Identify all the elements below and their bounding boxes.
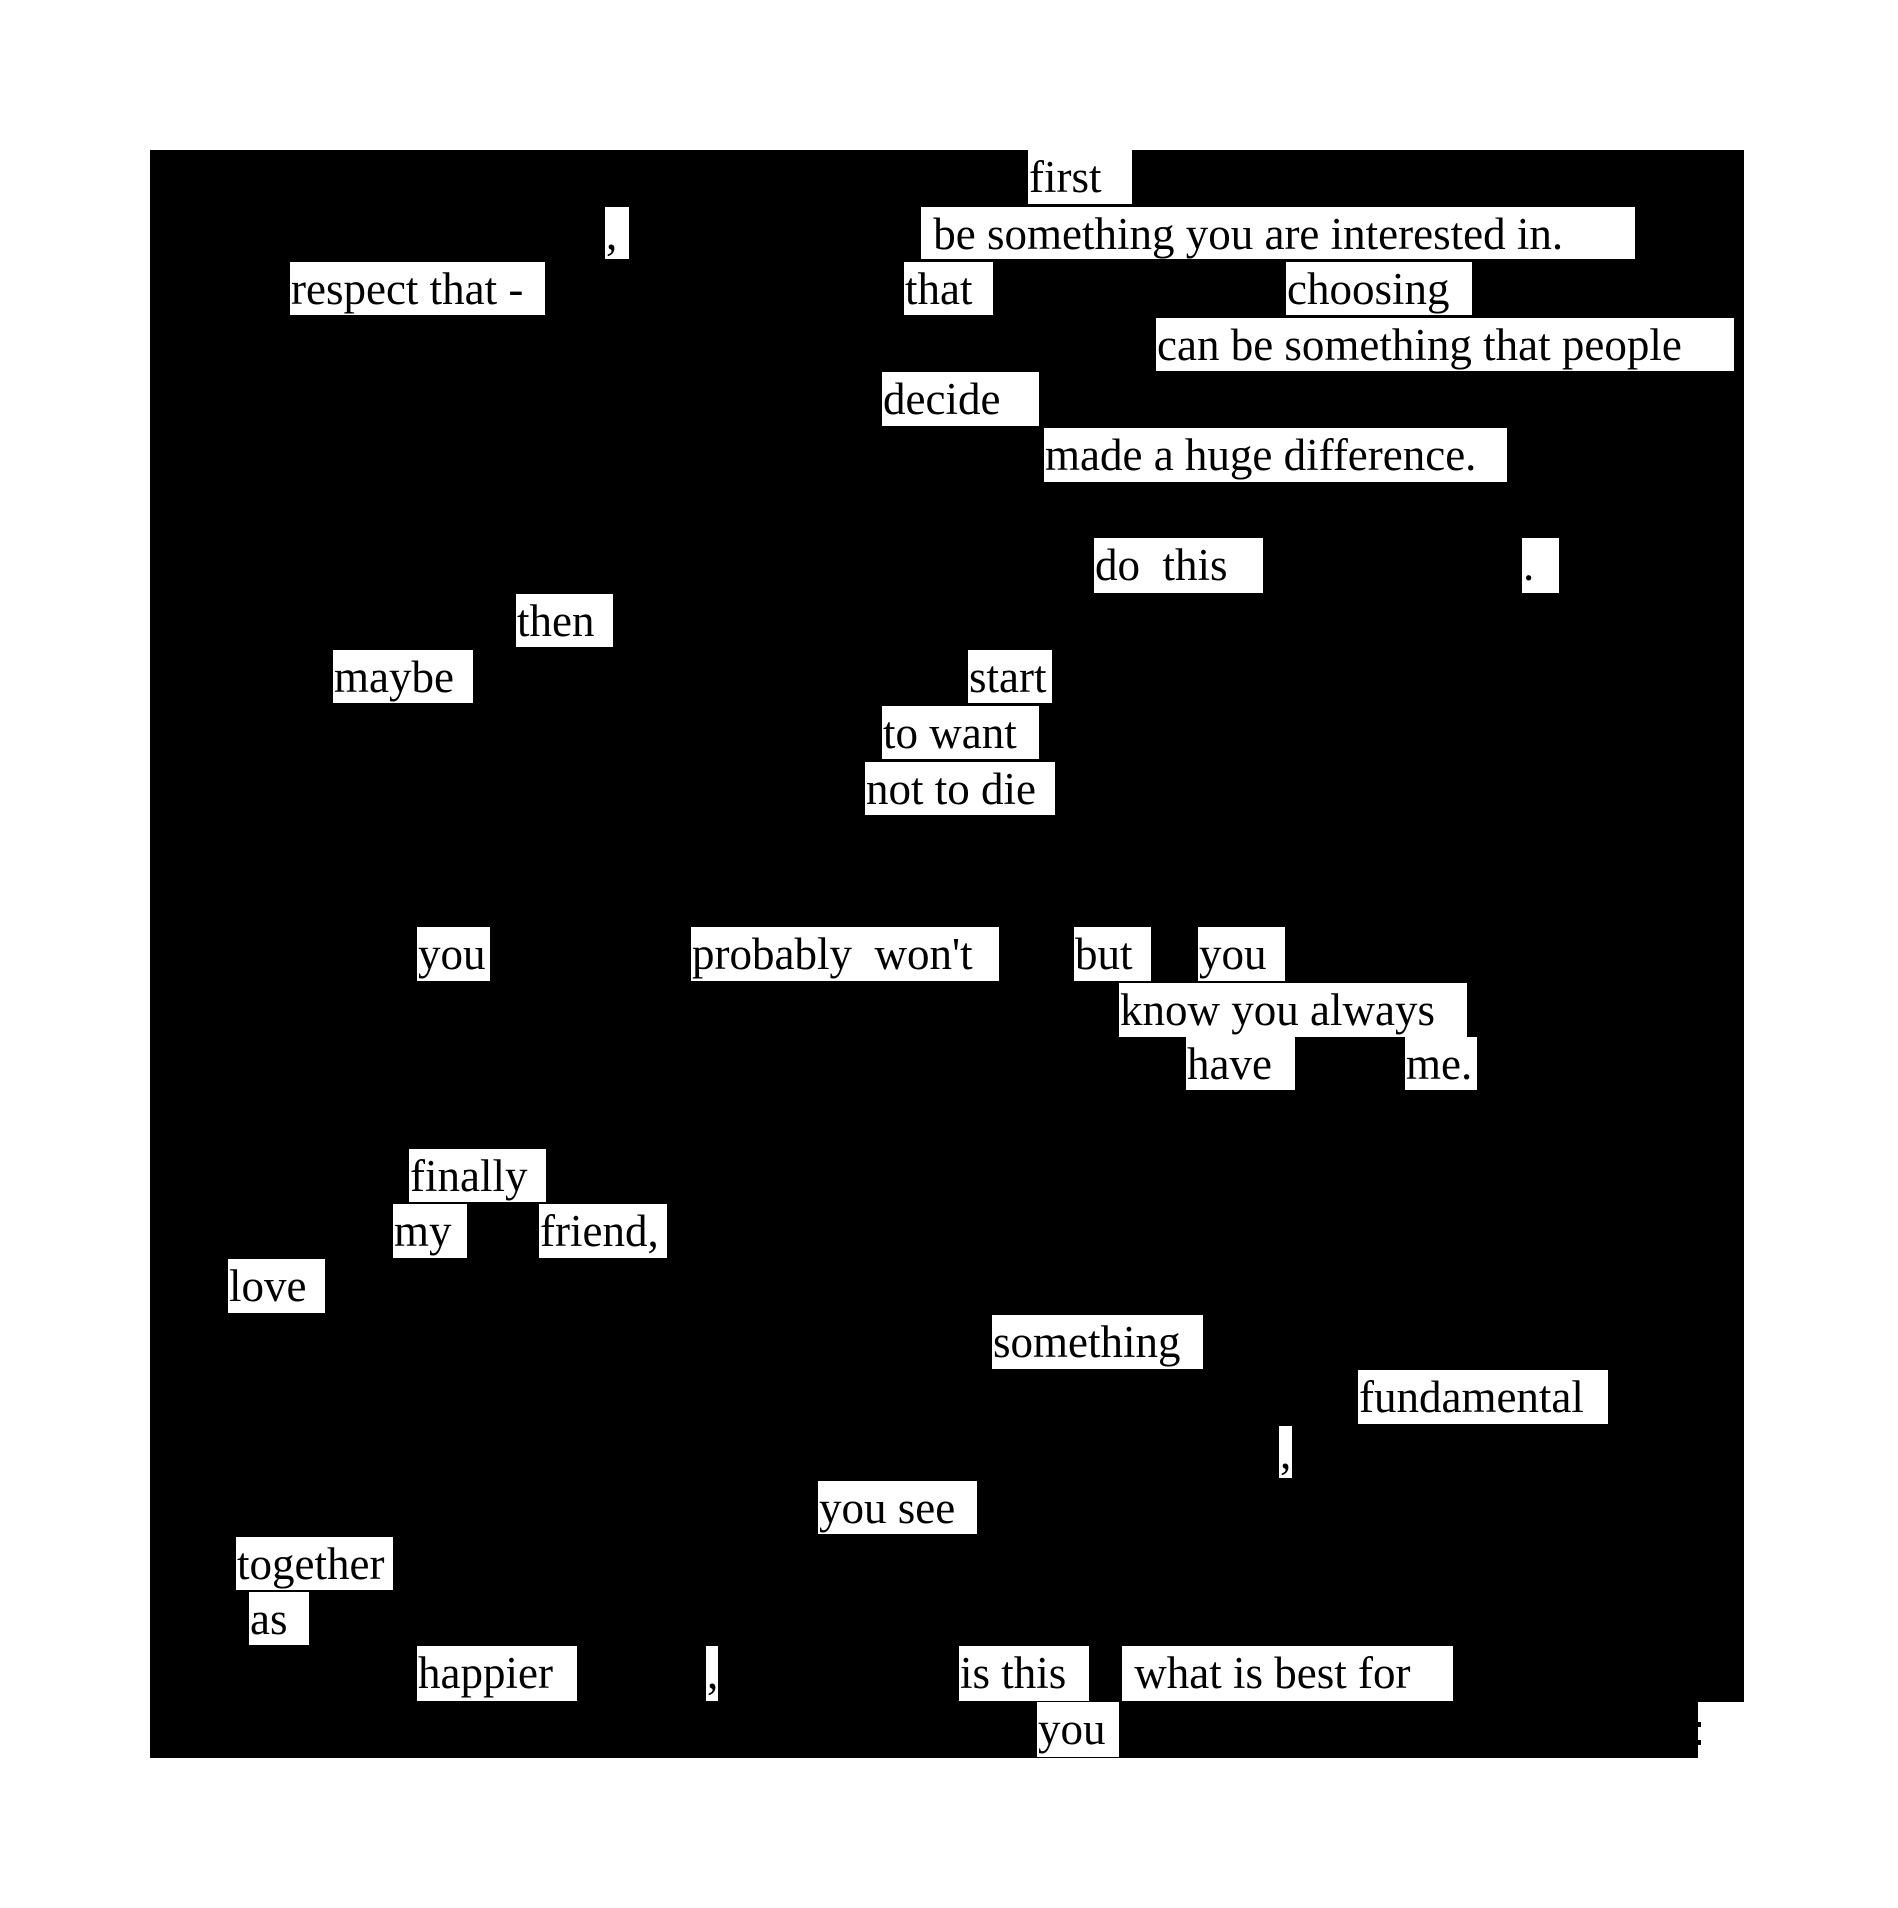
poem-word: probably won't bbox=[691, 927, 999, 981]
residual-mark bbox=[1697, 1740, 1701, 1745]
poem-word: you bbox=[417, 927, 490, 981]
poem-word: something bbox=[992, 1315, 1203, 1369]
poem-word: do this bbox=[1094, 538, 1263, 593]
poem-word: together bbox=[236, 1537, 393, 1590]
poem-word: know you always bbox=[1119, 983, 1467, 1037]
poem-word: . bbox=[1522, 538, 1559, 593]
poem-word: fundamental bbox=[1358, 1370, 1608, 1424]
poem-word: can be something that people bbox=[1156, 318, 1734, 371]
poem-word: then bbox=[516, 594, 613, 647]
poem-word: , bbox=[1279, 1426, 1292, 1478]
poem-word: you bbox=[1037, 1702, 1119, 1757]
poem-word: is this bbox=[959, 1646, 1089, 1701]
poem-word: start bbox=[968, 650, 1052, 703]
poem-word: finally bbox=[409, 1149, 546, 1202]
poem-word: , bbox=[605, 207, 629, 259]
poem-word: what is best for bbox=[1122, 1646, 1453, 1701]
poem-word: choosing bbox=[1286, 262, 1472, 315]
poem-word: have bbox=[1186, 1037, 1295, 1090]
poem-word: first bbox=[1028, 150, 1132, 204]
poem-word: be something you are interested in. bbox=[921, 207, 1635, 259]
poem-word: respect that - bbox=[290, 262, 545, 315]
poem-word: made a huge difference. bbox=[1044, 428, 1507, 482]
poem-word: love bbox=[228, 1259, 325, 1313]
poem-word: my bbox=[393, 1204, 467, 1258]
poem-word: that bbox=[904, 262, 993, 315]
poem-word: to want bbox=[882, 706, 1039, 759]
poem-word: maybe bbox=[333, 650, 473, 703]
poem-word: me. bbox=[1405, 1037, 1477, 1090]
redaction-block-bottom bbox=[150, 1700, 1698, 1758]
poem-word: friend, bbox=[539, 1204, 667, 1258]
poem-word: as bbox=[249, 1592, 309, 1645]
poem-word: you see bbox=[818, 1481, 977, 1534]
poem-word: decide bbox=[882, 372, 1039, 426]
poem-word: happier bbox=[417, 1646, 577, 1701]
poem-word: not to die bbox=[865, 762, 1055, 815]
poem-word: you bbox=[1198, 927, 1285, 981]
poem-word: but bbox=[1074, 927, 1151, 981]
poem-word: , bbox=[706, 1646, 718, 1701]
residual-mark bbox=[1697, 1722, 1701, 1727]
